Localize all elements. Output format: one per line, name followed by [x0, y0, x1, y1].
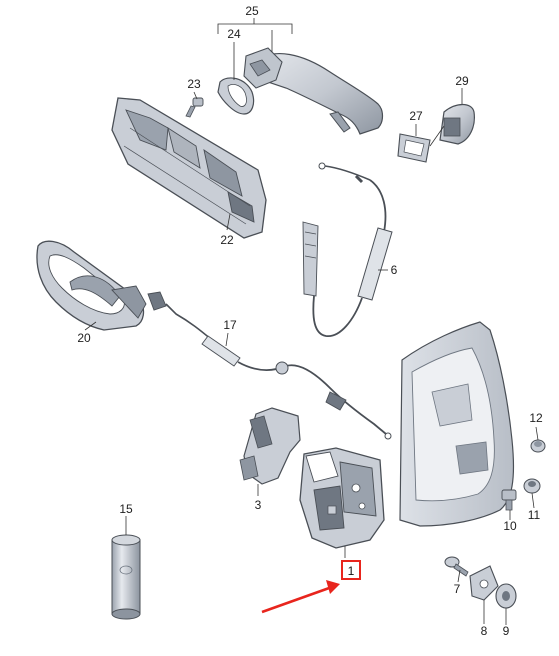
interior-door-handle [36, 240, 147, 331]
striker-plate-8 [469, 565, 499, 601]
callout-3: 3 [254, 498, 262, 512]
leader-lines [84, 18, 539, 625]
bolt-7 [444, 556, 469, 577]
callout-24: 24 [227, 27, 241, 41]
bowden-cable-17 [147, 291, 392, 440]
callout-25: 25 [245, 4, 259, 18]
callout-29: 29 [455, 74, 469, 88]
lock-bracket-3 [239, 407, 301, 485]
cap-gasket [397, 133, 431, 163]
callout-17: 17 [223, 318, 237, 332]
lock-cylinder-cap [439, 103, 475, 145]
screw-23 [185, 97, 204, 118]
callout-12: 12 [529, 411, 543, 425]
callout-20: 20 [77, 331, 91, 345]
callout-8: 8 [480, 624, 488, 638]
bolt-10 [501, 489, 517, 511]
callout-7: 7 [453, 582, 461, 596]
door-panel [399, 321, 515, 527]
exterior-door-handle [243, 47, 384, 135]
callout-1: 1 [341, 560, 361, 580]
callout-10: 10 [503, 519, 517, 533]
callout-11: 11 [527, 508, 541, 522]
lubricant-cylinder-15 [111, 534, 141, 620]
callout-9: 9 [502, 624, 510, 638]
handle-gasket [217, 77, 255, 115]
callout-22: 22 [220, 233, 234, 247]
door-lock-unit [299, 447, 385, 549]
callout-6: 6 [390, 263, 398, 277]
cap-12 [530, 439, 546, 453]
handle-carrier [111, 97, 267, 239]
washer-9 [495, 583, 517, 609]
callout-15: 15 [119, 502, 133, 516]
highlight-arrow [261, 580, 340, 614]
bowden-cable-6 [302, 162, 393, 337]
callout-23: 23 [187, 77, 201, 91]
nut-11 [523, 478, 541, 494]
callout-27: 27 [409, 109, 423, 123]
